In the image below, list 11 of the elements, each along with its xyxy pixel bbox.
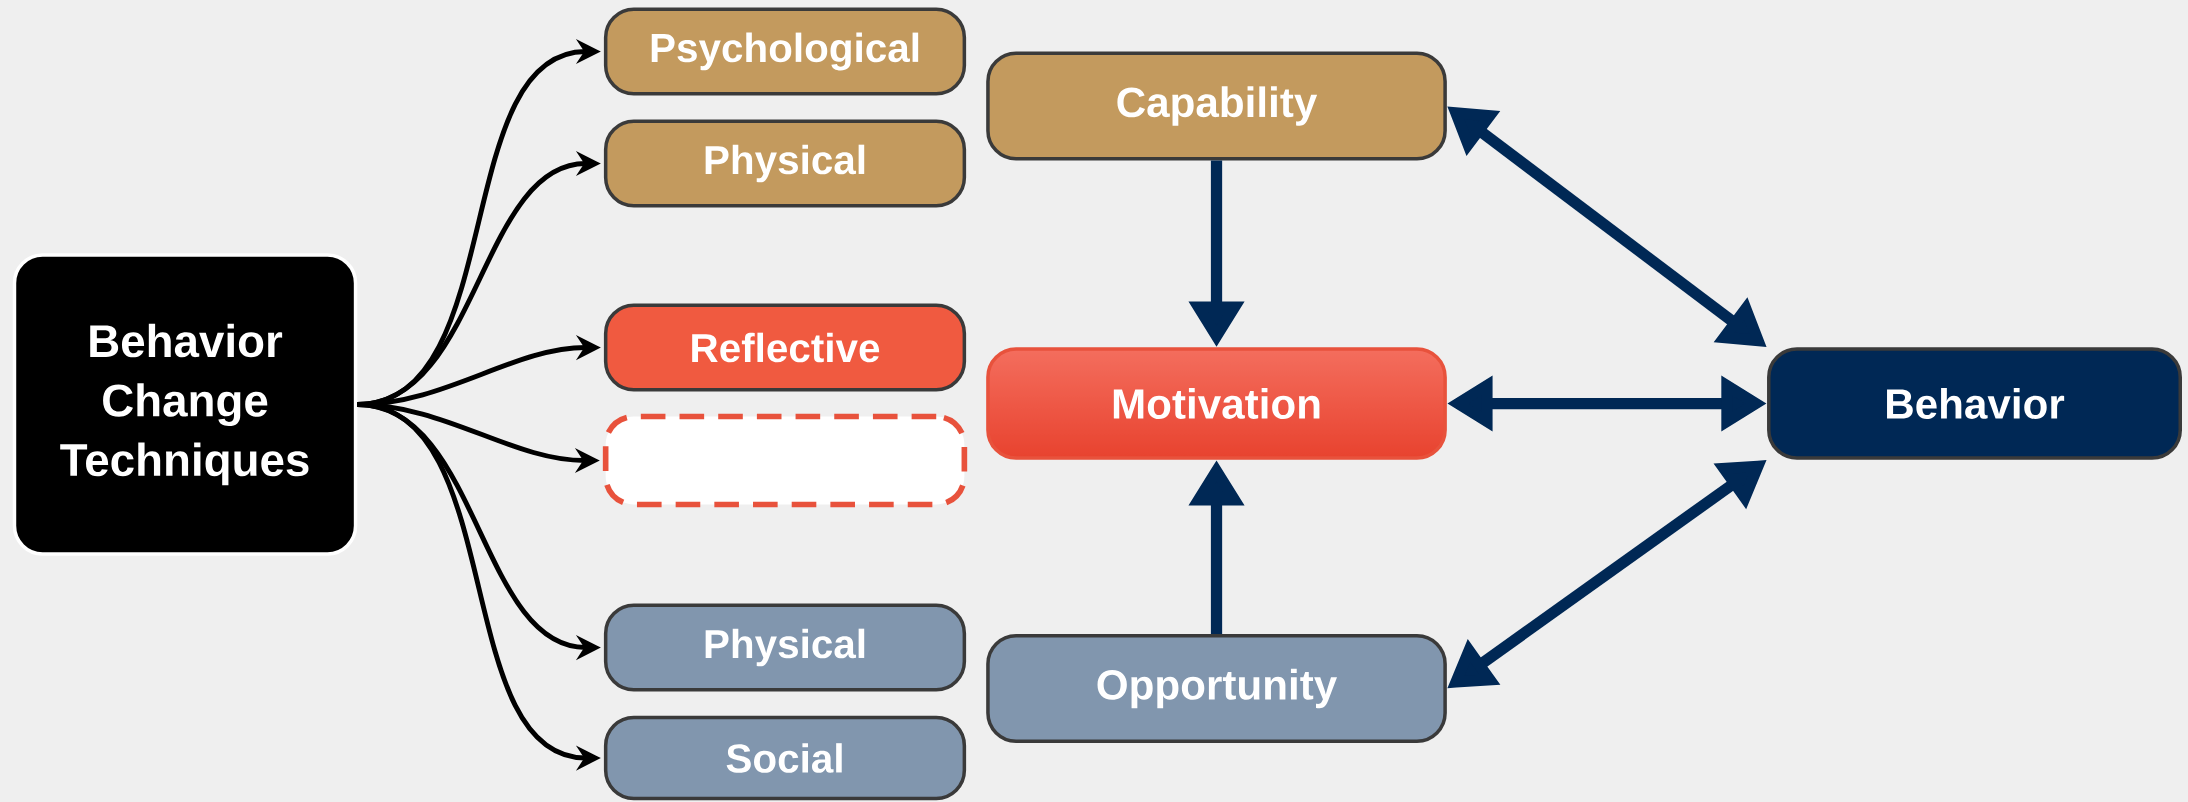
category-box: Physical: [603, 119, 967, 208]
category-box: Physical: [603, 603, 967, 692]
component-box: Capability: [986, 51, 1447, 161]
category-box: Social: [603, 715, 967, 801]
category-box: Reflective: [603, 303, 967, 392]
empty-box: [602, 413, 968, 508]
component-box: Opportunity: [986, 634, 1447, 744]
component-box: Motivation: [986, 347, 1447, 460]
behavior-box: Behavior: [1767, 347, 2182, 460]
category-box: Psychological: [603, 7, 967, 96]
technique-box: Behavior Change Techniques: [12, 253, 358, 556]
